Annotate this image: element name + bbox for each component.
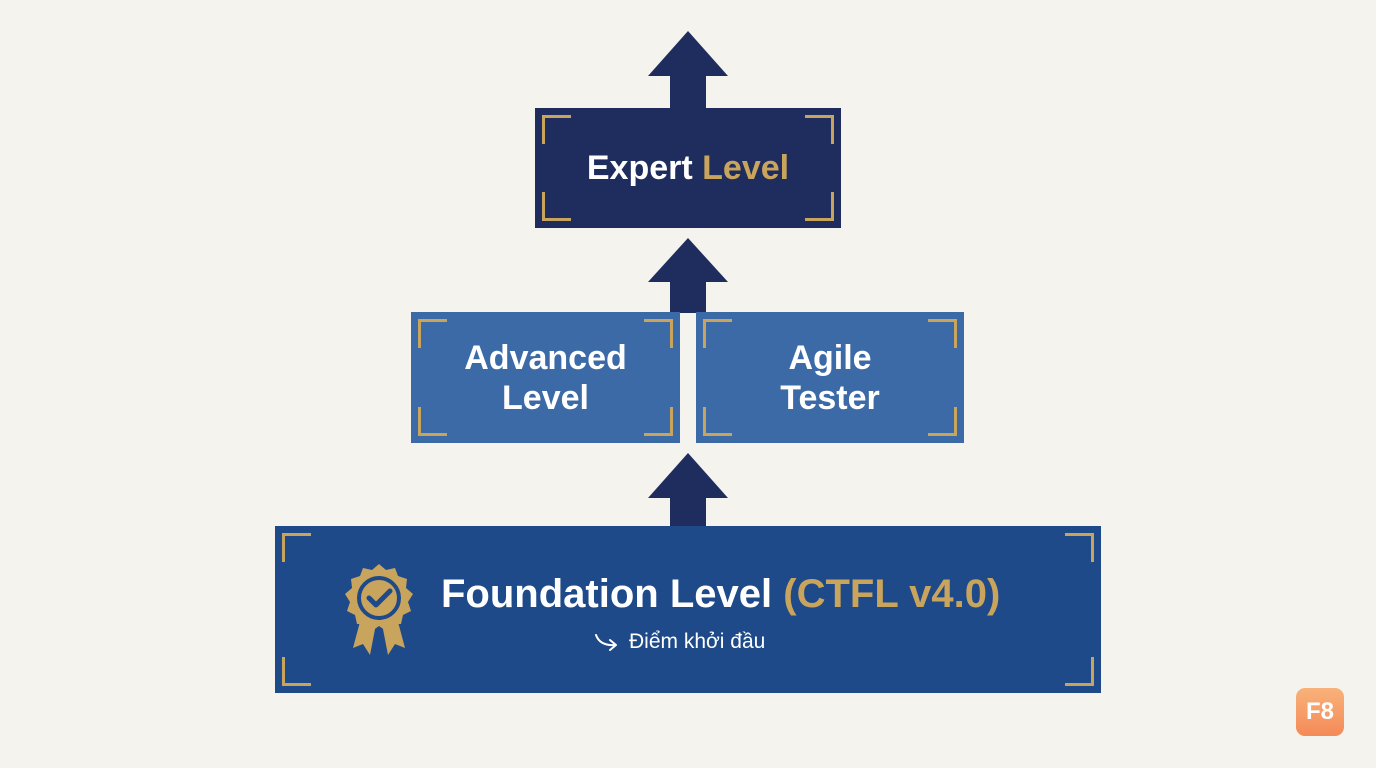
arrow-up-icon: [648, 238, 728, 313]
corner-bracket: [805, 115, 834, 144]
foundation-title-gold: (CTFL v4.0): [783, 572, 1001, 616]
corner-bracket: [542, 192, 571, 221]
corner-bracket: [703, 407, 732, 436]
corner-bracket: [805, 192, 834, 221]
corner-bracket: [282, 657, 311, 686]
foundation-level-title: Foundation Level (CTFL v4.0): [441, 572, 1000, 617]
expert-label-gold: Level: [702, 148, 790, 187]
agile-line-1: Agile: [788, 338, 872, 377]
corner-bracket: [418, 407, 447, 436]
advanced-line-1: Advanced: [464, 338, 627, 377]
foundation-title-white: Foundation Level: [441, 572, 773, 616]
corner-bracket: [928, 319, 957, 348]
advanced-level-label: Advanced Level: [464, 338, 627, 418]
curved-arrow-icon: [595, 634, 617, 651]
f8-logo: F8: [1296, 688, 1344, 736]
expert-level-label: Expert Level: [587, 149, 789, 188]
expert-level-box: Expert Level: [535, 108, 841, 228]
agile-line-2: Tester: [780, 378, 880, 417]
certificate-badge-icon: [345, 564, 413, 655]
corner-bracket: [1065, 533, 1094, 562]
agile-tester-label: Agile Tester: [780, 338, 880, 418]
corner-bracket: [282, 533, 311, 562]
corner-bracket: [542, 115, 571, 144]
corner-bracket: [703, 319, 732, 348]
arrow-up-icon: [648, 453, 728, 527]
agile-tester-box: Agile Tester: [696, 312, 964, 443]
advanced-level-box: Advanced Level: [411, 312, 680, 443]
corner-bracket: [928, 407, 957, 436]
arrow-up-icon: [648, 31, 728, 109]
corner-bracket: [1065, 657, 1094, 686]
advanced-line-2: Level: [502, 378, 589, 417]
corner-bracket: [418, 319, 447, 348]
foundation-subtitle-text: Điểm khởi đầu: [629, 630, 766, 653]
foundation-level-box: Foundation Level (CTFL v4.0) Điểm khởi đ…: [275, 526, 1101, 693]
corner-bracket: [644, 407, 673, 436]
foundation-subtitle: Điểm khởi đầu: [593, 630, 765, 654]
expert-label-white: Expert: [586, 148, 693, 187]
corner-bracket: [644, 319, 673, 348]
